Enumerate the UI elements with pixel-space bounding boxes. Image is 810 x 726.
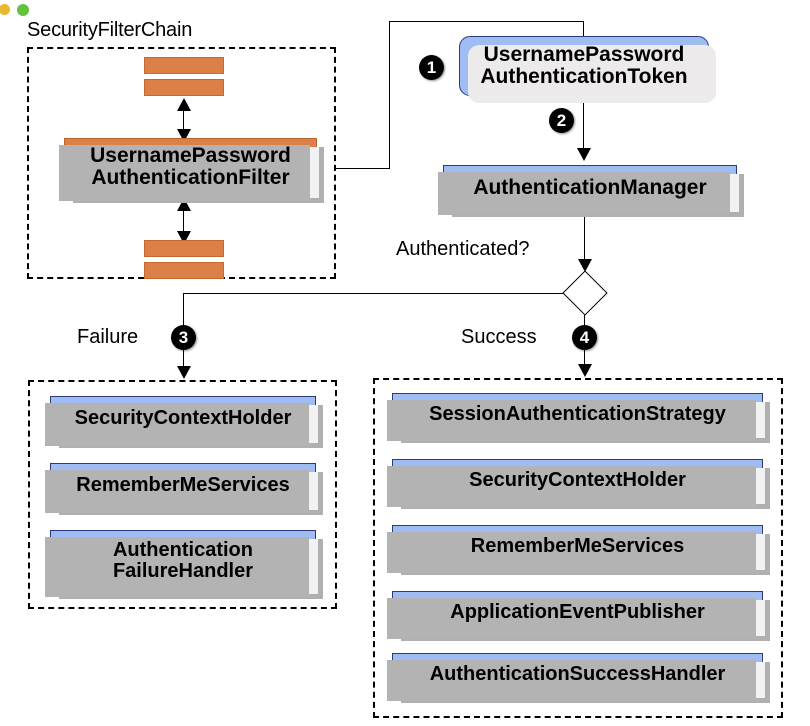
filter-bar-top-2 (144, 79, 224, 96)
node-shadow-inner (387, 400, 756, 441)
filter-top-connector-line (183, 100, 184, 140)
token-to-manager-line (583, 96, 584, 157)
manager-to-decision-line (584, 212, 585, 268)
node-label: Authentication FailureHandler (113, 540, 253, 582)
node-label: AuthenticationManager (473, 175, 707, 199)
node-success-security-context-holder[interactable]: SecurityContextHolder (387, 459, 770, 509)
node-session-authentication-strategy[interactable]: SessionAuthenticationStrategy (387, 393, 770, 443)
node-username-password-authentication-filter[interactable]: UsernamePassword AuthenticationFilter (59, 138, 324, 203)
node-shadow-inner (387, 598, 756, 639)
failure-label: Failure (77, 326, 139, 348)
failure-handlers-container (28, 380, 337, 609)
orange-dot-icon (0, 4, 10, 15)
node-failure-remember-me-services[interactable]: RememberMeServices (45, 463, 323, 515)
filter-to-token-segment-h2 (389, 21, 584, 22)
node-shadow-inner (438, 172, 730, 215)
node-label: UsernamePassword AuthenticationToken (480, 44, 687, 88)
filter-bottom-connector-line (183, 200, 184, 242)
node-label-line1: UsernamePassword (90, 144, 291, 168)
node-label: SessionAuthenticationStrategy (429, 403, 726, 426)
step-badge-3: 3 (171, 325, 196, 350)
node-label-line2: FailureHandler (112, 560, 254, 582)
filter-bar-bottom-2 (144, 262, 224, 279)
node-shadow-inner (45, 537, 309, 597)
node-label: ApplicationEventPublisher (450, 601, 705, 624)
node-shadow-inner (387, 660, 756, 701)
node-failure-security-context-holder[interactable]: SecurityContextHolder (45, 396, 323, 448)
node-label: AuthenticationSuccessHandler (429, 663, 726, 686)
node-shadow-inner (45, 403, 309, 446)
node-label-line2: AuthenticationToken (480, 65, 688, 88)
filter-bar-top-1 (144, 57, 224, 74)
node-label: RememberMeServices (470, 535, 685, 558)
step-badge-4: 4 (572, 325, 597, 350)
node-label: RememberMeServices (76, 474, 290, 497)
authenticated-question-label: Authenticated? (396, 238, 530, 260)
node-label-line1: Authentication (112, 539, 253, 562)
token-inlet-line (583, 21, 584, 43)
security-filter-chain-title: SecurityFilterChain (27, 19, 193, 41)
node-label: SecurityContextHolder (74, 407, 292, 430)
step-badge-2: 2 (549, 108, 574, 133)
node-authentication-success-handler[interactable]: AuthenticationSuccessHandler (387, 653, 770, 703)
node-username-password-authentication-token[interactable]: UsernamePassword AuthenticationToken (459, 36, 716, 103)
success-label: Success (461, 326, 537, 348)
node-success-remember-me-services[interactable]: RememberMeServices (387, 525, 770, 575)
step-badge-1: 1 (419, 55, 444, 80)
node-shadow-inner (387, 532, 756, 573)
filter-top-arrow-up (177, 98, 191, 111)
node-application-event-publisher[interactable]: ApplicationEventPublisher (387, 591, 770, 641)
node-label-line1: UsernamePassword (483, 43, 685, 67)
node-shadow-inner (387, 466, 756, 507)
decision-diamond (562, 270, 608, 316)
node-authentication-failure-handler[interactable]: Authentication FailureHandler (45, 530, 323, 599)
node-label: SecurityContextHolder (469, 469, 686, 492)
failure-branch-arrow (177, 366, 191, 379)
node-label-line2: AuthenticationFilter (91, 166, 290, 189)
success-branch-arrow (578, 364, 592, 377)
decision-to-failure-line-h (183, 293, 569, 294)
filter-to-token-segment-v (389, 21, 390, 169)
node-shadow-inner (59, 145, 310, 201)
manager-to-decision-arrow (578, 259, 592, 272)
node-authentication-manager[interactable]: AuthenticationManager (438, 165, 744, 217)
filter-bar-bottom-1 (144, 240, 224, 257)
node-shadow (468, 45, 716, 103)
token-to-manager-arrow (577, 148, 591, 161)
filter-to-token-segment-h1 (336, 168, 390, 169)
green-dot-icon (17, 4, 29, 16)
node-shadow-inner (45, 470, 309, 513)
node-label: UsernamePassword AuthenticationFilter (90, 145, 291, 189)
success-handlers-container (373, 378, 783, 718)
